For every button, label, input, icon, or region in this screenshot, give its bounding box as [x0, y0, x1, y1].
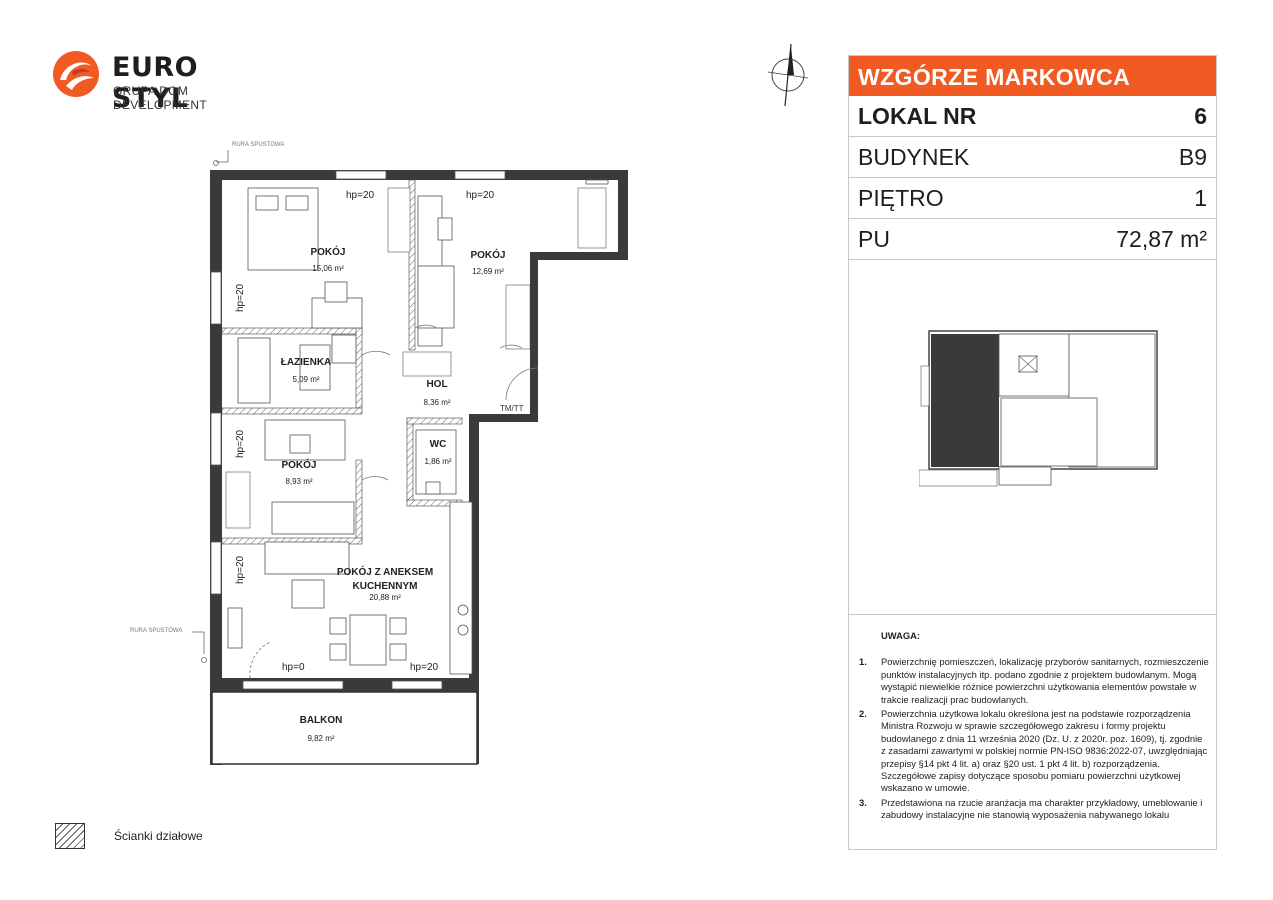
info-label: PIĘTRO [858, 184, 944, 211]
room-name: HOL [426, 379, 447, 390]
room-name: BALKON [300, 715, 343, 726]
info-label: PU [858, 225, 890, 252]
window-label: hp=20 [466, 190, 495, 201]
room-area: 8,36 m² [423, 398, 450, 407]
room-area: 15,06 m² [312, 264, 344, 273]
brand-subtitle: GRUPA DOM DEVELOPMENT [113, 84, 207, 112]
notes-title: UWAGA: [881, 630, 921, 641]
pipe-label: RURA SPUSTOWA [232, 142, 284, 148]
info-row-lokal: LOKAL NR 6 [849, 96, 1216, 137]
room-name: WC [430, 439, 447, 450]
furniture [227, 187, 473, 675]
floor-key-plan [919, 330, 1158, 487]
info-value: 6 [1194, 102, 1207, 129]
doors [249, 324, 539, 679]
room-area: 12,69 m² [472, 267, 504, 276]
hatch-swatch-icon [55, 823, 85, 849]
note-item: 1. Powierzchnię pomieszczeń, lokalizację… [859, 656, 1209, 706]
note-number: 3. [859, 796, 867, 808]
notes-divider [849, 614, 1216, 615]
note-text: Przedstawiona na rzucie aranżacja ma cha… [881, 796, 1203, 821]
room-name-line2: KUCHENNYM [353, 581, 418, 592]
window-label: hp=20 [346, 190, 375, 201]
notes-section: UWAGA: 1. Powierzchnię pomieszczeń, loka… [859, 630, 1209, 824]
note-number: 1. [859, 656, 867, 668]
info-value: B9 [1178, 143, 1207, 170]
logo-swirl-icon [53, 51, 99, 97]
info-row-budynek: BUDYNEK B9 [849, 137, 1216, 178]
room-area: 1,86 m² [424, 457, 451, 466]
window-label: hp=20 [410, 662, 439, 673]
info-label: LOKAL NR [858, 102, 977, 129]
window-label: hp=20 [235, 555, 246, 584]
room-name: POKÓJ [310, 245, 345, 258]
project-title: WZGÓRZE MARKOWCA [849, 56, 1216, 96]
interior-partitions [221, 179, 463, 545]
apartment-info-panel: WZGÓRZE MARKOWCA LOKAL NR 6 BUDYNEK B9 P… [848, 55, 1217, 850]
window-label: hp=20 [235, 283, 246, 312]
room-name: POKÓJ [470, 248, 505, 261]
info-row-pu: PU 72,87 m² [849, 219, 1216, 260]
info-value: 1 [1194, 184, 1207, 211]
window-label: hp=20 [235, 429, 246, 458]
note-item: 2. Powierzchnia użytkowa lokalu określon… [859, 708, 1209, 795]
drain-pipes [192, 150, 229, 663]
note-text: Powierzchnia użytkowa lokalu określona j… [881, 708, 1208, 794]
note-number: 2. [859, 708, 867, 720]
room-area: 9,82 m² [307, 734, 334, 743]
floor-plan: hp=20 hp=20 hp=20 hp=20 hp=20 hp=0 hp=20… [130, 142, 628, 765]
radiators [225, 187, 607, 529]
room-area: 5,09 m² [292, 375, 319, 384]
info-label: BUDYNEK [858, 143, 970, 170]
legend-label: Ścianki działowe [114, 829, 203, 843]
info-value: 72,87 m² [1116, 225, 1207, 252]
tmtt-label: TM/TT [500, 404, 524, 413]
room-name: POKÓJ Z ANEKSEM [337, 565, 433, 578]
info-row-pietro: PIĘTRO 1 [849, 178, 1216, 219]
balcony-outline [211, 691, 478, 765]
room-name: ŁAZIENKA [281, 357, 332, 368]
windows [210, 170, 609, 690]
note-text: Powierzchnię pomieszczeń, lokalizację pr… [881, 656, 1209, 705]
room-name: POKÓJ [281, 458, 316, 471]
note-item: 3. Przedstawiona na rzucie aranżacja ma … [859, 797, 1209, 822]
brand-name: EURO STYL [112, 52, 199, 114]
pipe-label: RURA SPUSTOWA [130, 628, 182, 634]
room-area: 20,88 m² [369, 593, 401, 602]
room-area: 8,93 m² [285, 477, 312, 486]
window-label: hp=0 [282, 662, 305, 673]
north-compass-icon [767, 43, 809, 107]
euro-styl-logo: EURO STYL GRUPA DOM DEVELOPMENT [52, 48, 282, 114]
